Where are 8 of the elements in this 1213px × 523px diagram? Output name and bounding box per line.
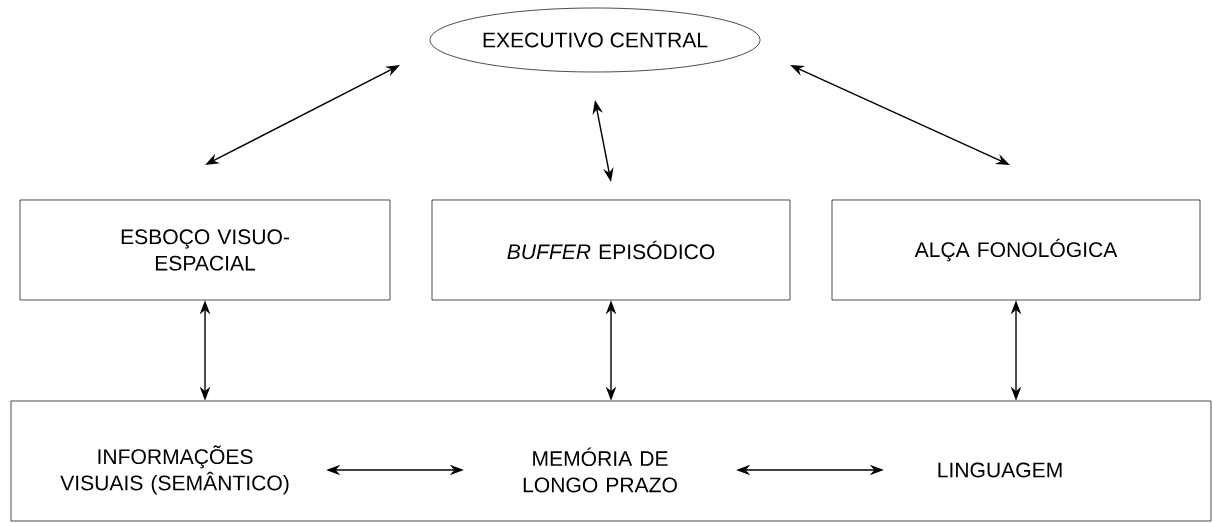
process-box: ALÇA FONOLÓGICA: [831, 199, 1201, 301]
node-text: LINGUAGEM: [938, 462, 1062, 478]
process-box: BUFFER EPISÓDICO: [431, 199, 791, 301]
memory-box: [10, 400, 1212, 522]
ellipse-node: EXECUTIVO CENTRAL: [429, 7, 761, 73]
node-text: MEMÓRIA DE LONGO PRAZO: [523, 447, 677, 493]
process-box: ESBOÇO VISUO-ESPACIAL: [19, 199, 391, 301]
node-text: INFORMAÇÕES VISUAIS (SEMÂNTICO): [60, 445, 289, 495]
